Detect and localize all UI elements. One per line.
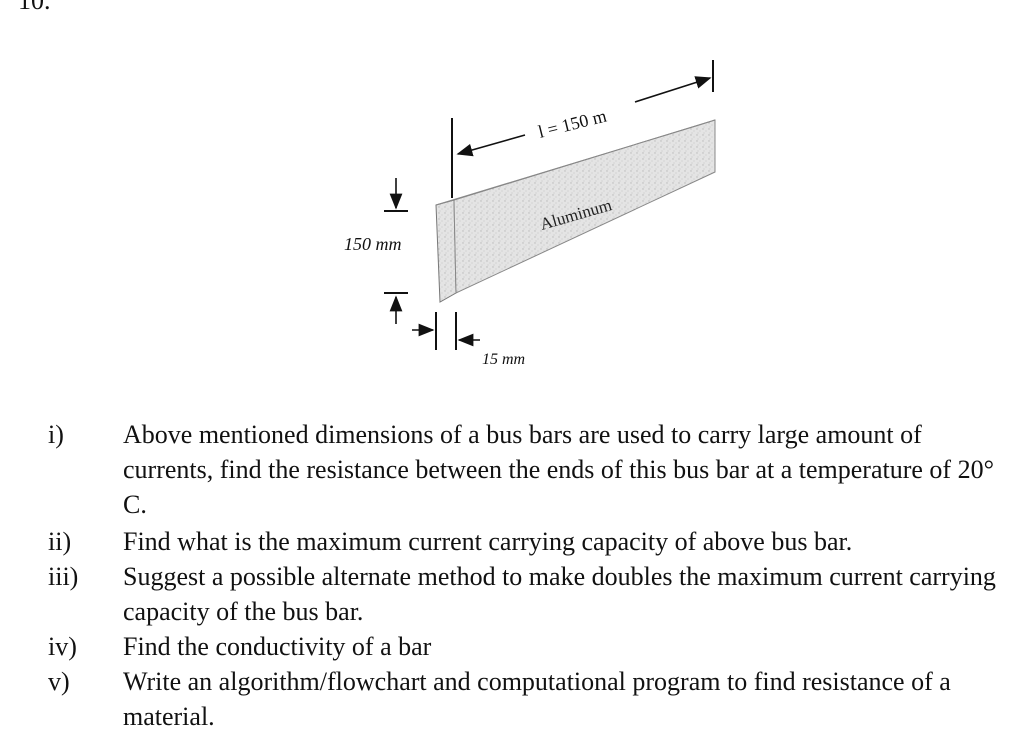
question-marker: v) (48, 667, 70, 696)
question-list: i) Above mentioned dimensions of a bus b… (0, 417, 1024, 734)
question-text: Find what is the maximum current carryin… (123, 527, 853, 556)
question-text: Above mentioned dimensions of a bus bars… (123, 420, 994, 519)
length-label: l = 150 m (536, 106, 608, 142)
question-marker: iii) (48, 562, 79, 591)
list-item: iv) Find the conductivity of a bar (0, 629, 1024, 664)
height-dimension: 150 mm (344, 178, 408, 324)
question-marker: ii) (48, 527, 72, 556)
list-item: ii) Find what is the maximum current car… (0, 524, 1024, 559)
question-marker: iv) (48, 632, 77, 661)
list-item: iii) Suggest a possible alternate method… (0, 559, 1024, 629)
question-number: 10. (18, 0, 51, 15)
width-dimension: 15 mm (412, 312, 525, 368)
height-label: 150 mm (344, 234, 402, 254)
width-label: 15 mm (482, 351, 525, 368)
question-marker: i) (48, 420, 64, 449)
bus-bar-figure: l = 150 m 150 mm 15 mm Aluminum (330, 50, 750, 390)
list-item: v) Write an algorithm/flowchart and comp… (0, 664, 1024, 734)
bus-bar-shape (435, 119, 716, 303)
question-text: Suggest a possible alternate method to m… (123, 562, 996, 626)
question-text: Find the conductivity of a bar (123, 632, 432, 661)
question-text: Write an algorithm/flowchart and computa… (123, 667, 951, 731)
list-item: i) Above mentioned dimensions of a bus b… (0, 417, 1024, 522)
